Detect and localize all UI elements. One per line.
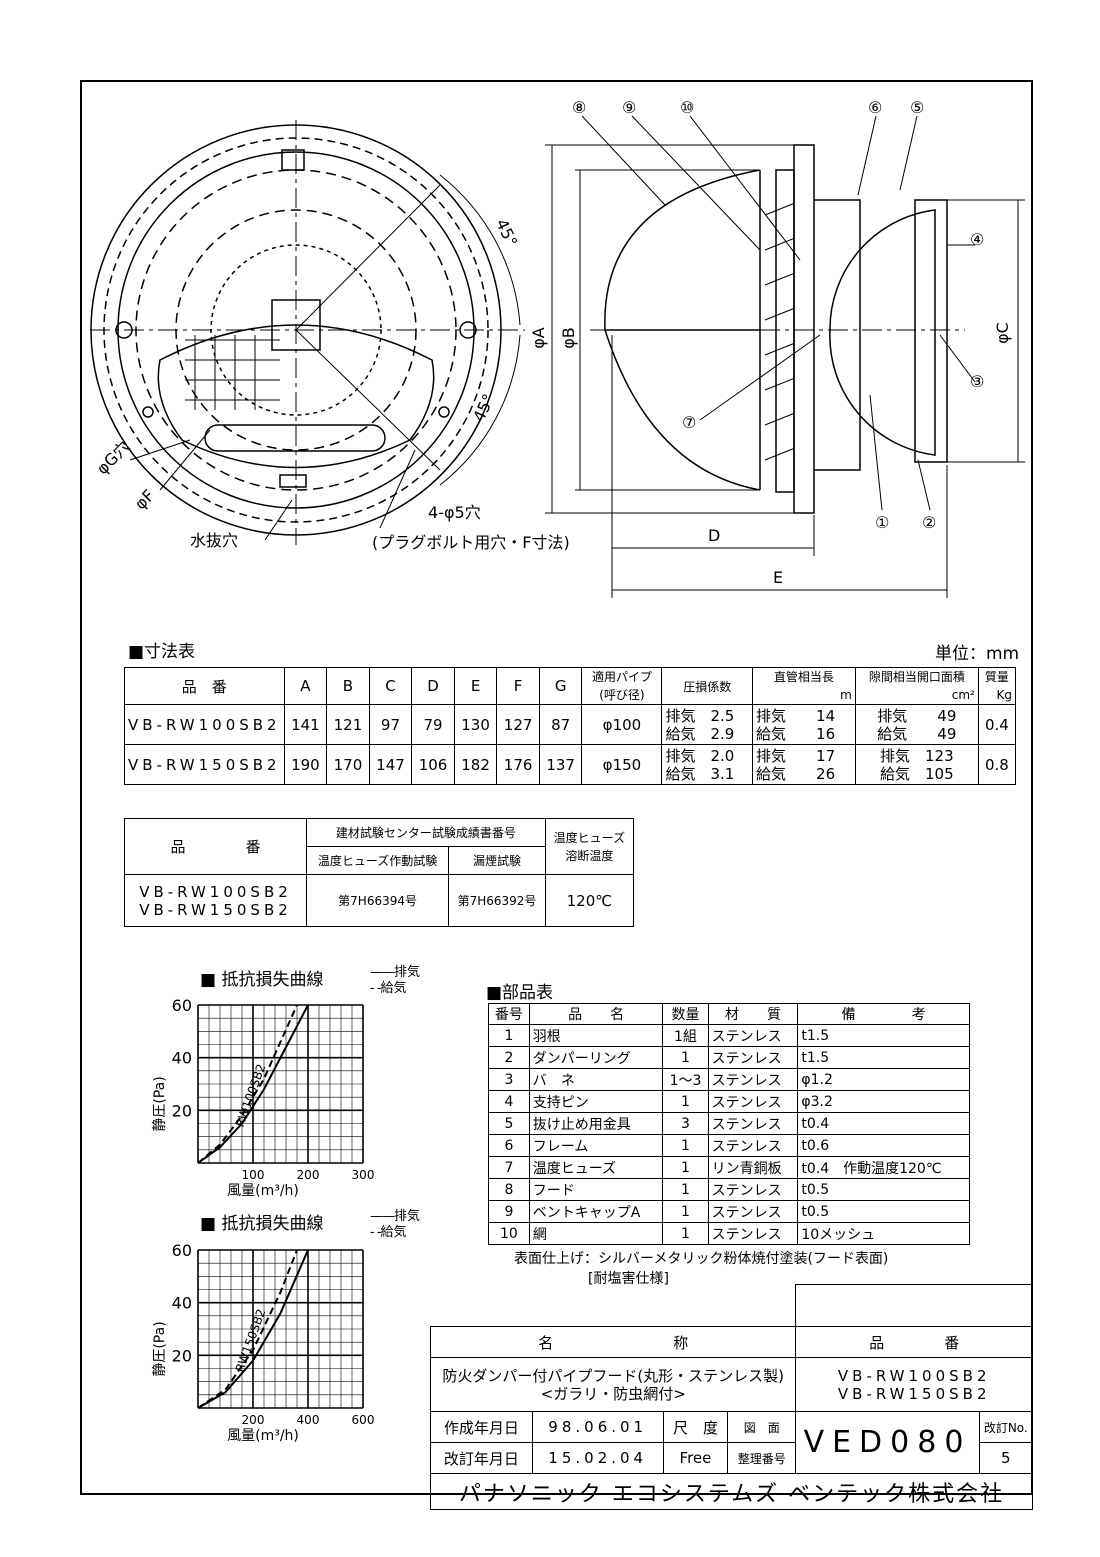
graph2-legend-supply: - -給気	[370, 1225, 407, 1240]
dim-D: D	[708, 526, 721, 545]
dim-phiB: φB	[558, 327, 578, 349]
y-tick-label: 20	[172, 1101, 192, 1120]
company-name: パナソニック エコシステムズ ベンテック株式会社	[430, 1473, 1033, 1510]
x-tick-label: 200	[242, 1413, 265, 1427]
callout-5: ⑤	[910, 98, 925, 117]
graph1-legend-supply: - -給気	[370, 981, 407, 996]
callout-9: ⑨	[622, 98, 637, 117]
series-line-supply	[197, 1004, 298, 1164]
col-C: C	[368, 667, 413, 705]
drawing-number: VED080	[795, 1411, 980, 1474]
finish-note: 表面仕上げ：シルバーメタリック粉体焼付塗装(フード表面)	[514, 1251, 889, 1267]
callout-6: ⑥	[868, 98, 883, 117]
x-tick-label: 600	[352, 1413, 375, 1427]
col-D: D	[411, 667, 455, 705]
y-tick-label: 60	[172, 1241, 192, 1260]
callout-10: ⑩	[680, 98, 695, 117]
col-E: E	[453, 667, 498, 705]
callout-4: ④	[970, 230, 985, 249]
finish-note-2: [耐塩害仕様]	[588, 1271, 669, 1287]
x-tick-label: 400	[297, 1413, 320, 1427]
curve-label: RW100SB2	[233, 1062, 269, 1129]
series-line-exhaust	[197, 1004, 309, 1164]
callout-1: ①	[875, 513, 890, 532]
col-A: A	[283, 667, 328, 705]
x-tick-label: 200	[297, 1168, 320, 1182]
col-loss: 圧損係数	[661, 667, 754, 705]
title-block: 名 称 品 番 防火ダンパー付パイプフード(丸形・ステンレス製)<ガラリ・防虫網…	[429, 1284, 1034, 1510]
y-axis-label: 静圧(Pa)	[152, 1321, 168, 1376]
dimtable-unit: 単位：mm	[935, 644, 1020, 664]
series-line-supply	[197, 1249, 298, 1409]
x-tick-label: 300	[352, 1168, 375, 1182]
drain-hole-label: 水抜穴	[190, 531, 239, 550]
callout-2: ②	[922, 513, 937, 532]
resistance-chart-1: 60 40 20 100 200 300 風量(m³/h) 静圧(Pa) RW100SB2	[152, 996, 375, 1199]
holes-label: 4-φ5穴	[428, 503, 481, 522]
graph1-legend-exhaust: ——排気	[370, 965, 421, 980]
technical-drawing	[90, 115, 1025, 598]
dim-E: E	[773, 568, 784, 587]
graph2-legend-exhaust: ——排気	[370, 1209, 421, 1224]
graph2-title: ■ 抵抗損失曲線	[200, 1214, 324, 1234]
col-F: F	[496, 667, 540, 705]
dim-phiC: φC	[992, 322, 1012, 344]
col-G: G	[538, 667, 583, 705]
parts-title: ■部品表	[486, 983, 554, 1003]
dimtable-title: ■寸法表	[128, 642, 196, 662]
graph1-title: ■ 抵抗損失曲線	[200, 970, 324, 990]
callout-3: ③	[970, 372, 985, 391]
callout-8: ⑧	[572, 98, 587, 117]
x-axis-label: 風量(m³/h)	[227, 1183, 299, 1199]
col-model: 品 番	[124, 667, 285, 705]
series-line-exhaust	[197, 1249, 309, 1409]
y-axis-label: 静圧(Pa)	[152, 1076, 168, 1131]
x-axis-label: 風量(m³/h)	[227, 1428, 299, 1444]
dim-phiA: φA	[528, 327, 548, 349]
x-tick-label: 100	[242, 1168, 265, 1182]
col-B: B	[326, 667, 370, 705]
y-tick-label: 40	[172, 1049, 192, 1068]
col-pipe: 適用パイプ(呼び径)	[581, 667, 663, 705]
y-tick-label: 60	[172, 996, 192, 1015]
y-tick-label: 40	[172, 1294, 192, 1313]
callout-7: ⑦	[682, 413, 697, 432]
test-result-table: 品 番 建材試験センター試験成績書番号 温度ヒューズ溶断温度 温度ヒューズ作動試…	[124, 818, 635, 927]
y-tick-label: 20	[172, 1346, 192, 1365]
holes-note: (プラグボルト用穴・F寸法)	[372, 533, 570, 552]
